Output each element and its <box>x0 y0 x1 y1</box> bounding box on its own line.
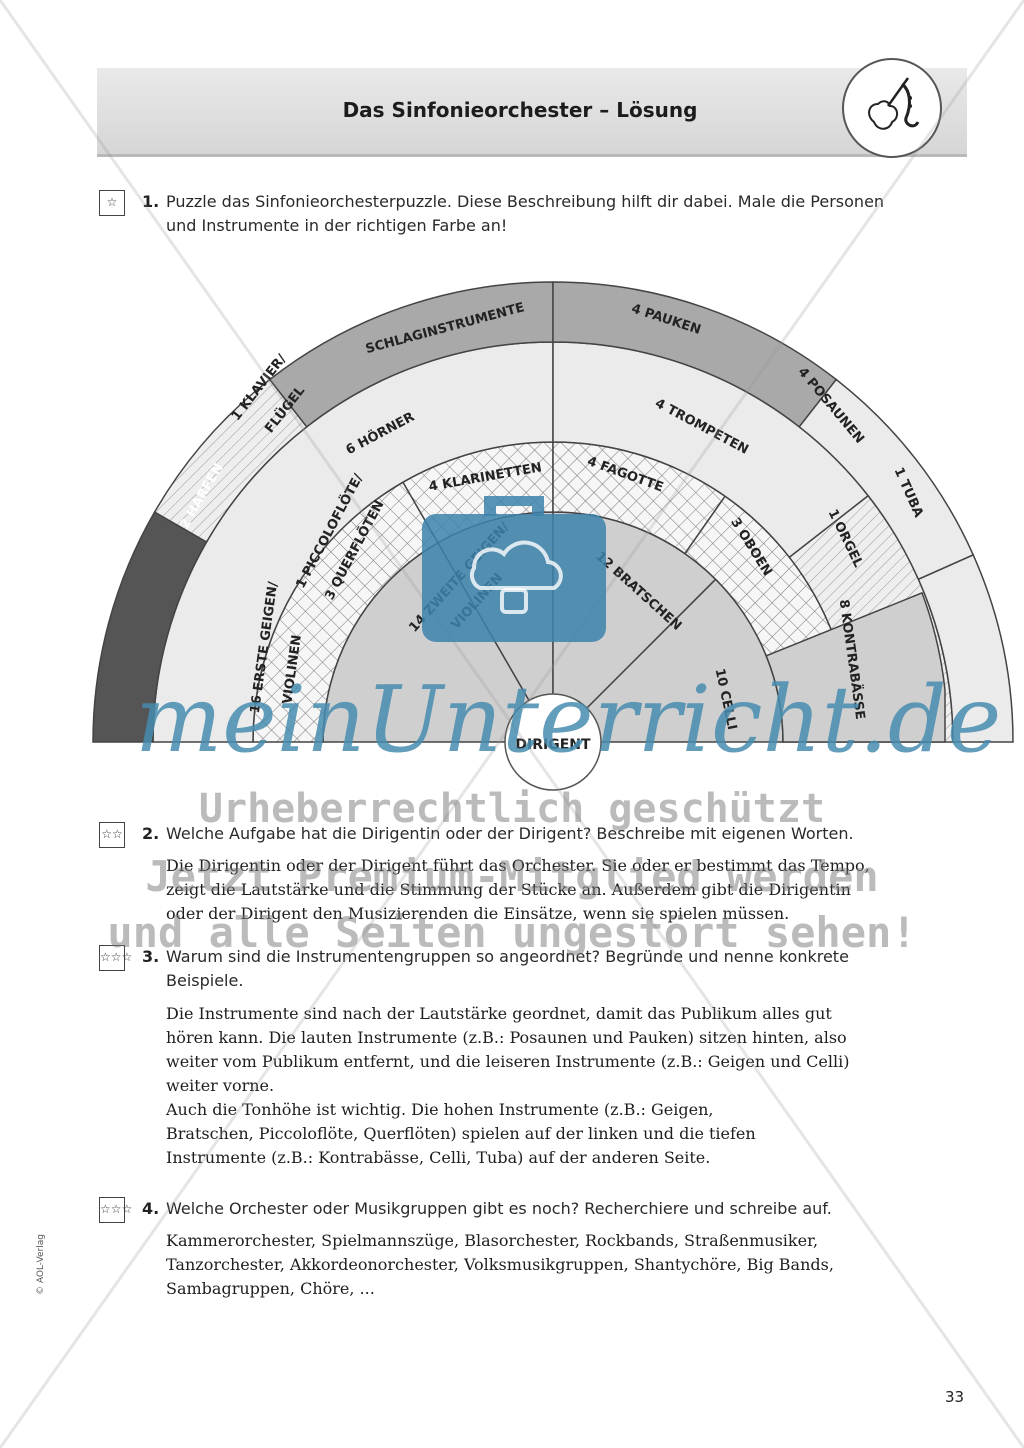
task-4-number: 4. <box>142 1199 160 1218</box>
answer-line: Instrumente (z.B.: Kontrabässe, Celli, T… <box>166 1148 711 1167</box>
task-1-question-line: und Instrumente in der richtigen Farbe a… <box>166 216 508 235</box>
task-2-answer: Die Dirigentin oder der Dirigent führt d… <box>166 854 870 926</box>
answer-line: Die Instrumente sind nach der Lautstärke… <box>166 1004 832 1023</box>
task-4-answer: Kammerorchester, Spielmannszüge, Blasorc… <box>166 1229 834 1301</box>
answer-line: hören kann. Die lauten Instrumente (z.B.… <box>166 1028 847 1047</box>
task-1-question-line: Puzzle das Sinfonieorchesterpuzzle. Dies… <box>166 192 885 211</box>
task-2-question-line: Welche Aufgabe hat die Dirigentin oder d… <box>166 824 854 843</box>
task-3-question-line: Beispiele. <box>166 971 244 990</box>
task-2-number: 2. <box>142 824 160 843</box>
conductor-label: DIRIGENT <box>515 737 591 753</box>
two-stars-icon: ☆☆ <box>99 822 125 848</box>
watermark-unlock: und alle Seiten ungestört sehen! <box>107 908 917 957</box>
tuba-segment <box>917 553 1014 743</box>
contrabasses-segment <box>765 591 946 743</box>
answer-line: oder der Dirigent den Musizierenden die … <box>166 904 790 923</box>
answer-line: Tanzorchester, Akkordeonorchester, Volks… <box>166 1255 834 1274</box>
task-1-number: 1. <box>142 192 160 211</box>
task-3-question-line: Warum sind die Instrumentengruppen so an… <box>166 947 849 966</box>
task-3-number: 3. <box>142 947 160 966</box>
answer-line: Auch die Tonhöhe ist wichtig. Die hohen … <box>166 1100 714 1119</box>
task-4-question: Welche Orchester oder Musikgruppen gibt … <box>166 1197 832 1221</box>
watermark-copyright: Urheberrechtlich geschützt <box>198 786 826 832</box>
task-2-question: Welche Aufgabe hat die Dirigentin oder d… <box>166 822 854 846</box>
violin-saxophone-icon <box>842 58 942 158</box>
publisher-credit: © AOL-Verlag <box>36 1234 46 1295</box>
watermark-premium: Jetzt Premium-Mitglied werden <box>145 852 879 901</box>
answer-line: weiter vom Publikum entfernt, und die le… <box>166 1052 850 1071</box>
answer-line: Kammerorchester, Spielmannszüge, Blasorc… <box>166 1231 819 1250</box>
task-4-question-line: Welche Orchester oder Musikgruppen gibt … <box>166 1199 832 1218</box>
task-3-answer: Die Instrumente sind nach der Lautstärke… <box>166 1002 849 1170</box>
one-star-icon: ☆ <box>99 190 125 216</box>
header-bar <box>97 68 967 157</box>
page-title: Das Sinfonieorchester – Lösung <box>342 98 698 122</box>
watermark-brand: meinUnterricht.de <box>135 666 1002 773</box>
conductor-circle <box>504 693 602 791</box>
answer-line: Die Dirigentin oder der Dirigent führt d… <box>166 856 870 875</box>
task-3-question: Warum sind die Instrumentengruppen so an… <box>166 945 849 993</box>
three-stars-icon: ☆☆☆ <box>99 945 132 971</box>
task-1-question: Puzzle das Sinfonieorchesterpuzzle. Dies… <box>166 190 884 238</box>
three-stars-icon: ☆☆☆ <box>99 1197 132 1223</box>
answer-line: Sambagruppen, Chöre, ... <box>166 1279 375 1298</box>
briefcase-cloud-icon <box>414 478 614 652</box>
answer-line: Bratschen, Piccoloflöte, Querflöten) spi… <box>166 1124 756 1143</box>
answer-line: zeigt die Lautstärke und die Stimmung de… <box>166 880 851 899</box>
page-number: 33 <box>945 1388 965 1406</box>
answer-line: weiter vorne. <box>166 1076 275 1095</box>
